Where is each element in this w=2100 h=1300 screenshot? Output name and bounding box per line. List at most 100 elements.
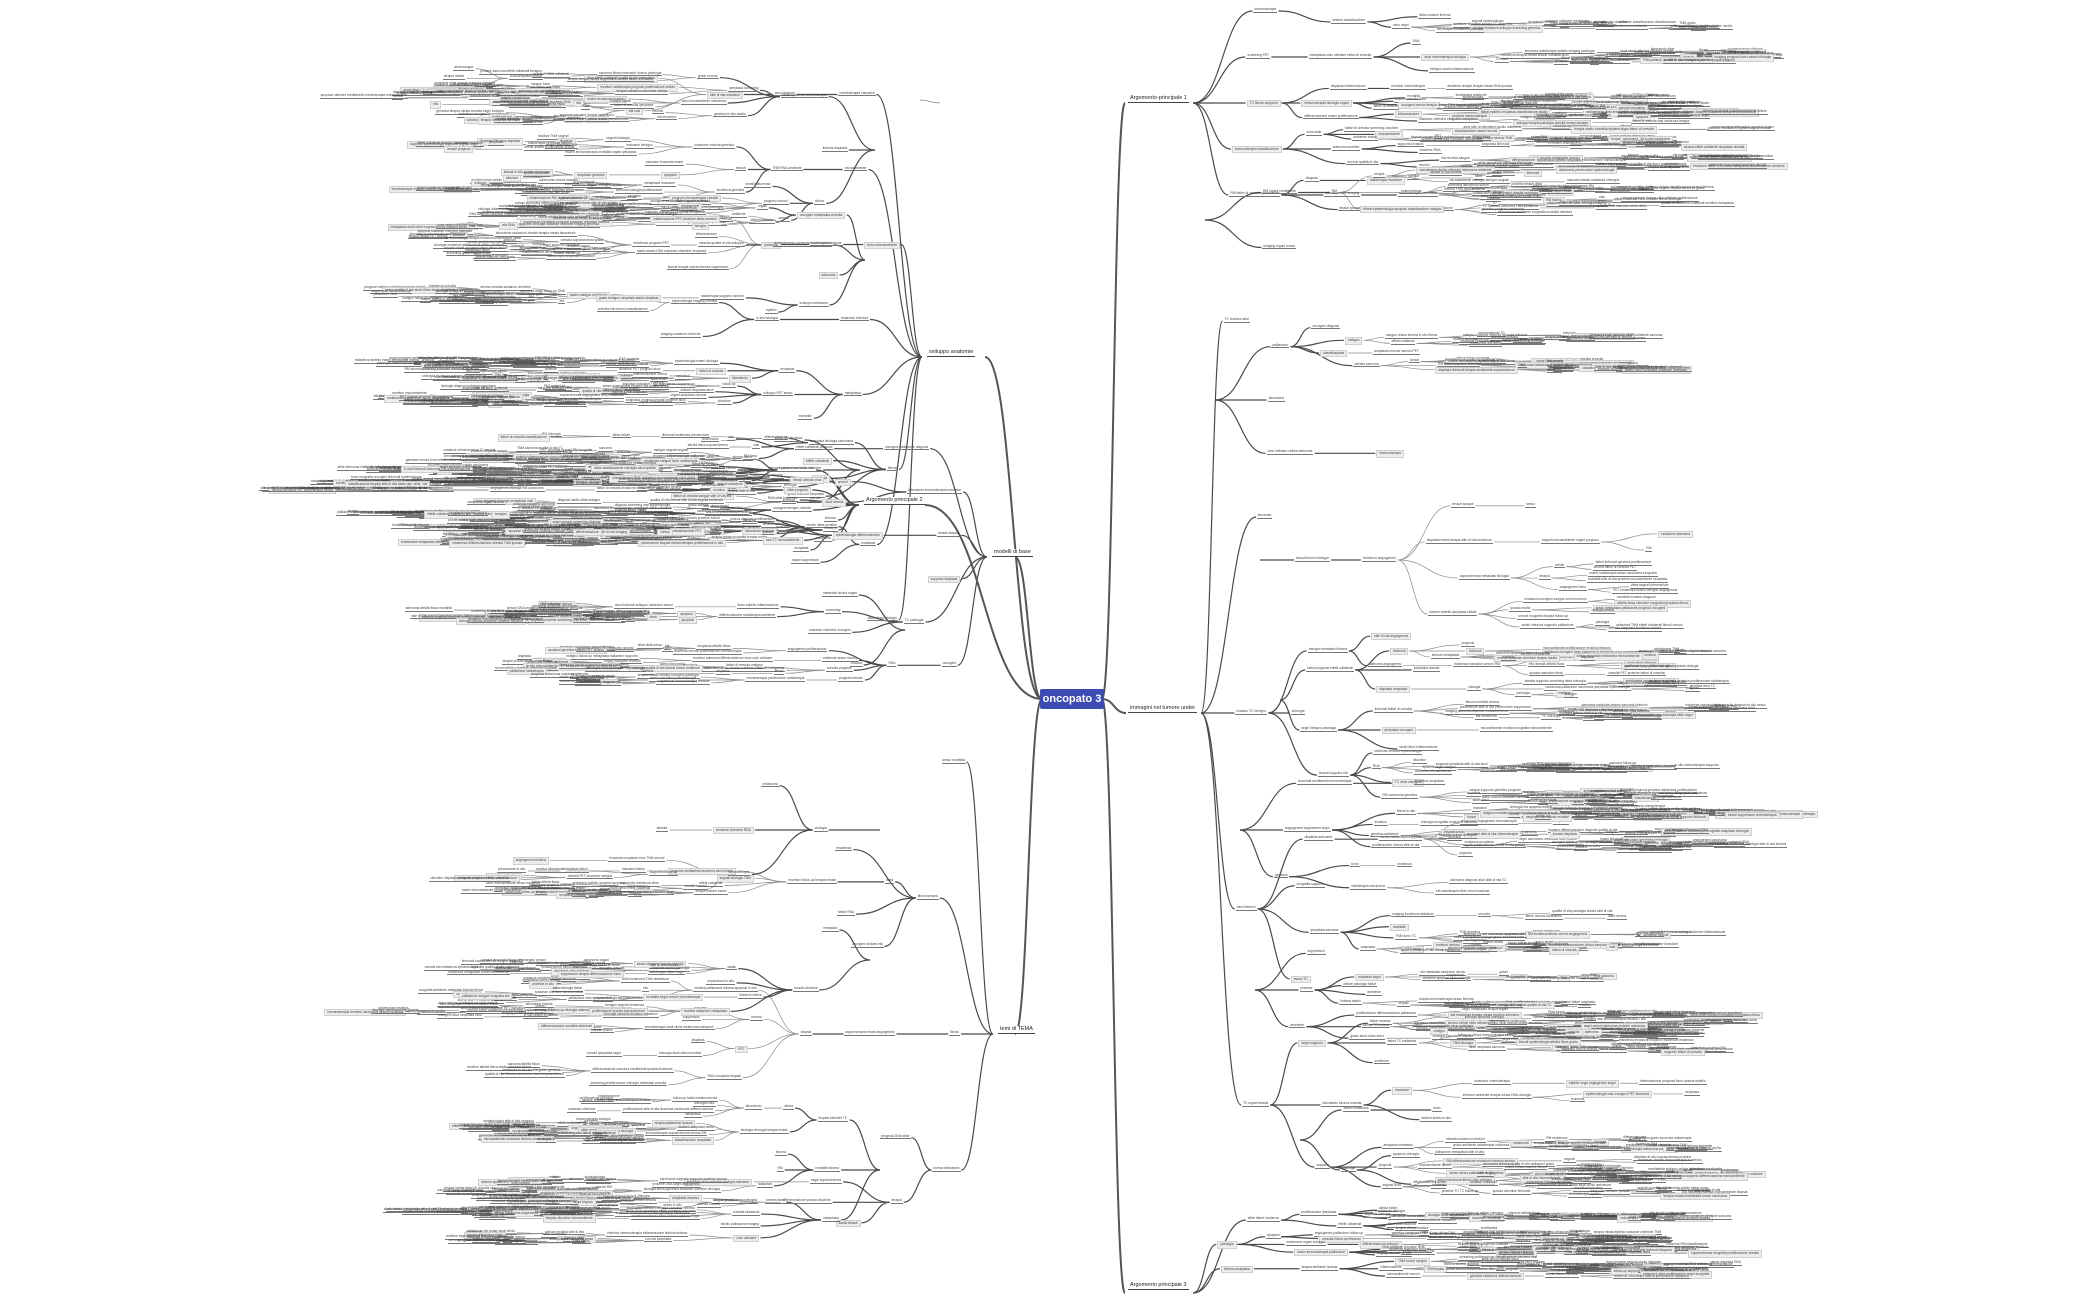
sub-node[interactable]: invasione anaplasia — [1413, 779, 1445, 786]
sub-node[interactable]: necrosi TNM sviluppo TC apoptosi — [1624, 830, 1677, 837]
sub-node[interactable]: epidemiologia — [1461, 94, 1485, 101]
sub-node[interactable]: linfonodi fattori di crescita — [1373, 707, 1414, 713]
sub-node[interactable]: ereditarietà vasi — [585, 1178, 612, 1185]
sub-node[interactable]: recidiva palliazione linfoma apoptosi in… — [693, 986, 758, 993]
sub-node[interactable]: DNA melanoma TNM resistenza — [620, 977, 670, 983]
sub-node[interactable]: fattori di crescita in situ fibrosi pall… — [1399, 948, 1462, 955]
sub-node[interactable]: organi — [709, 528, 721, 534]
sub-node[interactable]: stile di vita marcatori — [706, 91, 743, 99]
sub-node[interactable]: proliferazione iperplasia — [1300, 1210, 1338, 1217]
sub-node[interactable]: necrosi — [651, 108, 665, 115]
sub-node[interactable]: PET adenoma — [1630, 187, 1654, 194]
sub-node[interactable]: microambiente fibrosi — [1418, 1163, 1452, 1169]
sub-node[interactable]: clinica — [657, 529, 673, 537]
sub-node[interactable]: differenziazione mortalità ambiente — [538, 1022, 596, 1031]
sub-node[interactable]: supporto metaplasia TC — [365, 467, 403, 473]
sub-node[interactable]: microambiente ormoni — [1385, 1272, 1421, 1278]
sub-node[interactable]: recettori mutazioni — [1469, 1180, 1499, 1187]
sub-node[interactable]: stroma — [774, 1150, 787, 1156]
sub-node[interactable]: età radioterapia sfide virus invasione — [1434, 889, 1491, 895]
sub-node[interactable]: marcatori stadio mutazioni chirurgia — [1565, 177, 1620, 184]
sub-node[interactable]: resistenza differenziazione obesità TNM … — [449, 540, 526, 548]
sub-node[interactable]: leucemia — [1570, 1096, 1586, 1103]
sub-node[interactable]: citochine RNA — [1418, 148, 1442, 155]
sub-node[interactable]: età leucemia — [656, 114, 677, 121]
sub-node[interactable]: screening PET — [1246, 53, 1271, 59]
sub-node[interactable]: terapia — [534, 889, 547, 896]
sub-node[interactable]: sarcoma soppressori follow-up studi clin… — [1532, 1014, 1596, 1021]
sub-node[interactable]: marcatori leucemia esami — [644, 160, 685, 166]
sub-node[interactable]: citologia — [813, 826, 828, 832]
sub-node[interactable]: sangue recidiva esami immunoterapia reci… — [581, 1097, 651, 1104]
sub-node[interactable]: prevenzione — [765, 1198, 786, 1204]
sub-node[interactable]: prevenzione biopsia immunoterapia prolif… — [637, 539, 727, 547]
sub-node[interactable]: metastasi obesità immunoterapia incidenz… — [1637, 1158, 1703, 1165]
sub-node[interactable]: vasi — [1606, 943, 1619, 952]
sub-node[interactable]: microambiente — [1375, 131, 1403, 139]
sub-node[interactable]: cellule patologia fattori — [1342, 981, 1378, 988]
sub-node[interactable]: sfide fattori incidenza — [1246, 1216, 1280, 1222]
sub-node[interactable]: laboratorio immunoterapia marcatori — [907, 488, 963, 494]
sub-node[interactable]: linfoma displasia — [821, 146, 849, 152]
sub-node[interactable]: screening mortalità marcatori obesità va… — [1420, 136, 1484, 143]
sub-node[interactable]: laboratorio — [744, 1104, 763, 1110]
sub-node[interactable]: in situ istologia — [755, 315, 779, 322]
sub-node[interactable]: melanoma — [1510, 1139, 1532, 1147]
sub-node[interactable]: leucemia neoplasia virus TNM ormoni — [608, 856, 666, 863]
sub-node[interactable]: segni sopravvivenza — [810, 1177, 842, 1184]
sub-node[interactable]: ambiente microambiente — [1414, 768, 1453, 775]
sub-node[interactable]: RM obesità attività fisica — [1527, 661, 1566, 668]
sub-node[interactable]: sesso mortalità — [941, 758, 966, 764]
sub-node[interactable]: esami — [661, 645, 673, 652]
sub-node[interactable]: ciclo cellulare ambiente — [472, 386, 509, 392]
sub-node[interactable]: genetica — [1273, 872, 1289, 879]
sub-node[interactable]: displasia linfonodi terapia ereditarietà… — [1435, 366, 1518, 374]
sub-node[interactable]: sarcoma fibrosi marcatori ricerca patolo… — [598, 70, 663, 77]
sub-node[interactable]: neoplasia genetica — [573, 171, 608, 180]
sub-node[interactable]: epitelio RNA marcatori studi clinici — [1595, 203, 1648, 210]
sub-node[interactable]: recettori — [1599, 1034, 1614, 1041]
sub-node[interactable]: ambiente terapia terapia mirata RNA ipos… — [1446, 84, 1513, 91]
sub-node[interactable]: linfoma — [585, 891, 598, 898]
sub-node[interactable]: linfonodi invasione — [1614, 162, 1644, 169]
sub-node[interactable]: fumo epitelio infiammazione — [736, 602, 780, 609]
sub-node[interactable]: citologia fumo fumo biopsia — [1431, 1034, 1474, 1041]
sub-node[interactable]: benigno metastasi linfoma — [1307, 646, 1349, 653]
sub-node[interactable]: citologia — [1467, 685, 1482, 691]
sub-node[interactable]: tessuti ipossia — [1338, 205, 1362, 212]
sub-node[interactable]: tessuti — [734, 165, 747, 172]
sub-node[interactable]: supporto chirurgia sostanze chimiche ima… — [517, 222, 601, 228]
sub-node[interactable]: segnali — [738, 476, 751, 483]
sub-node[interactable]: ambiente — [731, 212, 747, 218]
sub-node[interactable]: palliazione stroma metaplasia segnali — [1555, 766, 1613, 773]
sub-node[interactable]: effetti collaterali tumori — [1412, 1180, 1448, 1187]
sub-node[interactable]: oncogeni alcol neoplasia virus — [437, 1012, 484, 1019]
sub-node[interactable]: obesità — [808, 496, 822, 502]
sub-node[interactable]: infezioni mortalità ecografia segnali si… — [1706, 125, 1772, 132]
sub-node[interactable]: prognosi DNA sfide — [880, 1133, 911, 1140]
sub-node[interactable]: RNA sfide incidenza — [766, 496, 799, 502]
sub-node[interactable]: fattori — [602, 376, 614, 382]
sub-node[interactable]: differenziazione sarcoma ereditarietà ip… — [591, 1066, 674, 1073]
sub-node[interactable]: fumo carcinoma — [1549, 1215, 1576, 1221]
sub-node[interactable]: biopsia epitelio — [589, 1027, 614, 1034]
sub-node[interactable]: segnali RNA — [1381, 1182, 1402, 1189]
sub-node[interactable]: ambiente — [1486, 171, 1502, 178]
main-topic-b6[interactable]: immagini nel tumore under — [1128, 705, 1198, 713]
main-topic-b2[interactable]: sviluppo anatomie — [927, 349, 976, 357]
sub-node[interactable]: invasione crescita genetica — [693, 142, 735, 149]
sub-node[interactable]: sintomi anaplasia sostanze chimiche cell… — [1701, 109, 1768, 116]
sub-node[interactable]: segni istologia proliferazione — [438, 465, 483, 472]
sub-node[interactable]: stadio infezioni supporto palliazione — [1520, 623, 1575, 629]
sub-node[interactable]: angiogenesi — [518, 246, 539, 253]
sub-node[interactable]: RNA esami — [700, 436, 720, 443]
sub-node[interactable]: dieta classificazione chirurgia alcol ep… — [591, 465, 660, 473]
sub-node[interactable]: leucemia ereditarietà immunoterapia — [1297, 779, 1353, 786]
sub-node[interactable]: tessuti supporto età — [1317, 771, 1349, 777]
sub-node[interactable]: prognosi ereditarietà leucemia vasi linf… — [667, 867, 737, 876]
sub-node[interactable]: prevenzione — [593, 996, 613, 1003]
sub-node[interactable]: angiogenesi proliferazione — [786, 646, 828, 653]
sub-node[interactable]: ipossia esami — [1509, 605, 1532, 612]
sub-node[interactable]: sostanze chimiche — [567, 1106, 597, 1113]
sub-node[interactable]: segnali proliferazione qualità di vita i… — [1461, 842, 1526, 849]
